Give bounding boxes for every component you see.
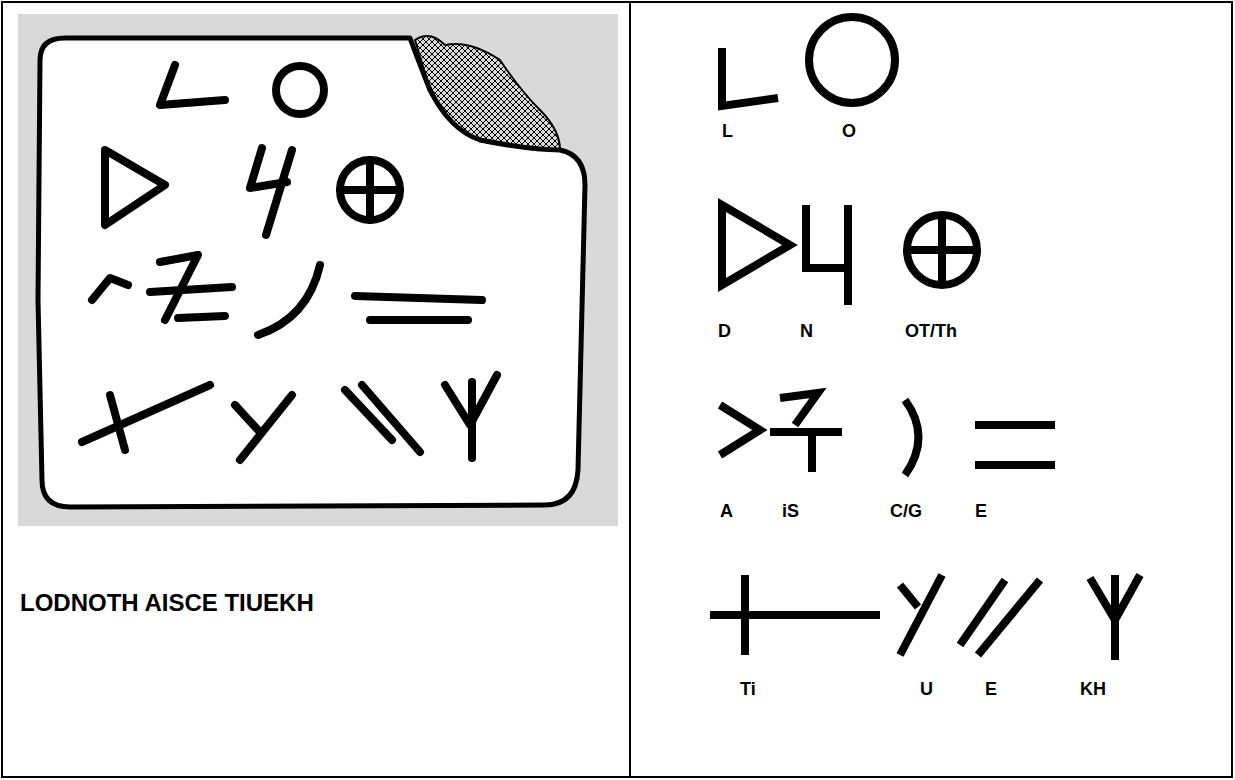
cell-divider bbox=[629, 2, 631, 777]
image-ground bbox=[18, 14, 618, 526]
broken-corner bbox=[415, 36, 560, 150]
letter-value: E bbox=[975, 502, 987, 522]
letter-value: OT/Th bbox=[905, 322, 957, 342]
letter-value: C/G bbox=[890, 502, 922, 522]
reference-glyphs bbox=[710, 17, 1140, 660]
transliteration-text: LODNOTH AISCE TIUEKH bbox=[20, 590, 314, 616]
letter-value: A bbox=[720, 502, 733, 522]
letter-value: L bbox=[722, 122, 733, 142]
letter-value: iS bbox=[782, 502, 799, 522]
letter-value: Ti bbox=[740, 680, 756, 700]
letter-value: KH bbox=[1080, 680, 1106, 700]
letter-value: D bbox=[718, 322, 731, 342]
letter-value: U bbox=[920, 680, 933, 700]
letter-value: O bbox=[842, 122, 856, 142]
tablet-glyphs bbox=[82, 65, 497, 460]
letter-value: E bbox=[985, 680, 997, 700]
letter-value: N bbox=[800, 322, 813, 342]
